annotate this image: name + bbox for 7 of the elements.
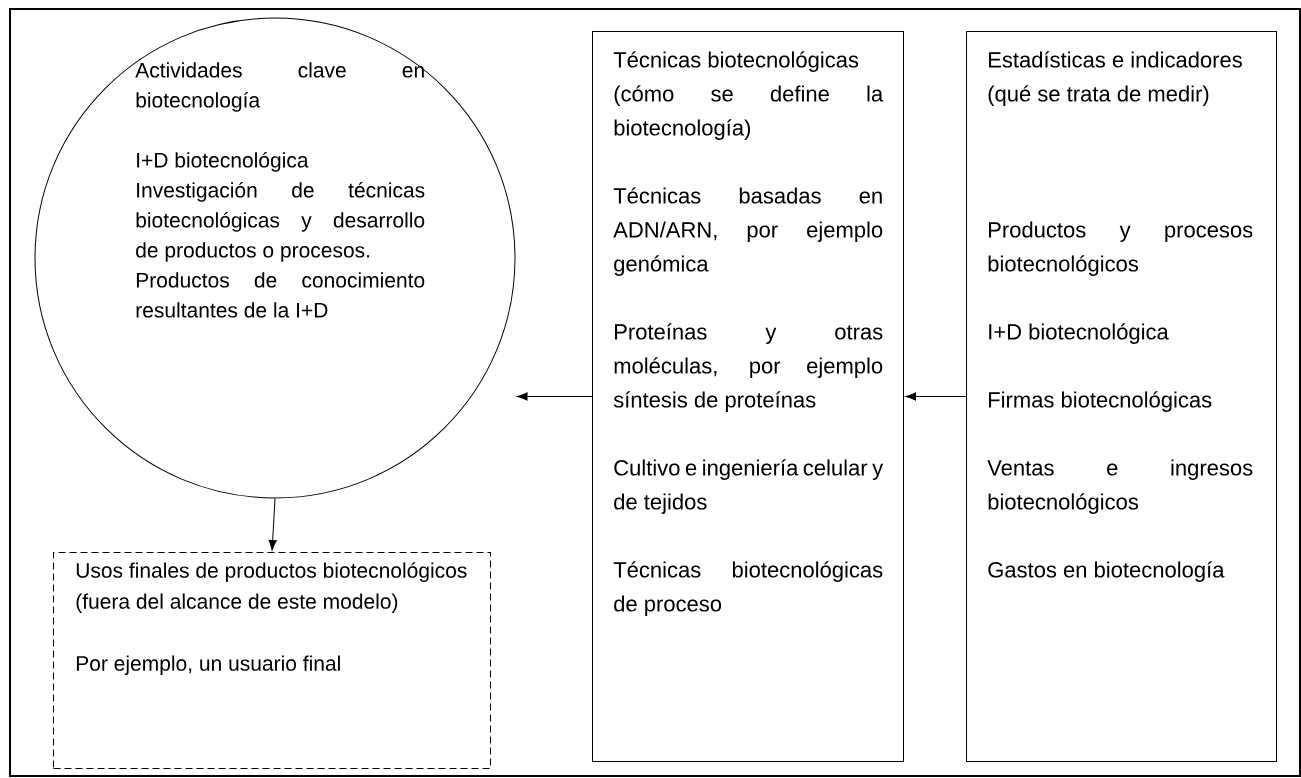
process-box: Técnicas biotecnológicas (cómo se define la biotecnología) Técnicas basadas en ADN/ARN, por ejemplo genómica Proteínas y otras moléculas, por ejemplo síntesis de proteínas Cultivo e ingeniería celular y de tejidos Técnicas biotecnológicas de proceso — [592, 31, 904, 762]
arrow — [905, 392, 967, 401]
dashed-box: Usos finales de productos biotecnológicos (fuera del alcance de este modelo) Por ejemplo, un usuario final — [53, 552, 491, 769]
process-box: Estadísticas e indicadores (qué se trata de medir) Productos y procesos biotecnológicos I+D biotecnológica Firmas biotecnológicas Ventas e ingresos biotecnológicos Gastos en biotecnología — [966, 31, 1277, 762]
circle-node: Actividades clave en biotecnología I+D biotecnológica Investigación de técnicas biotecnológicas y desarrollo de productos o procesos. Productos de conocimiento resultantes de la I+D — [34, 17, 516, 499]
arrow — [517, 392, 593, 401]
arrow — [268, 498, 277, 551]
